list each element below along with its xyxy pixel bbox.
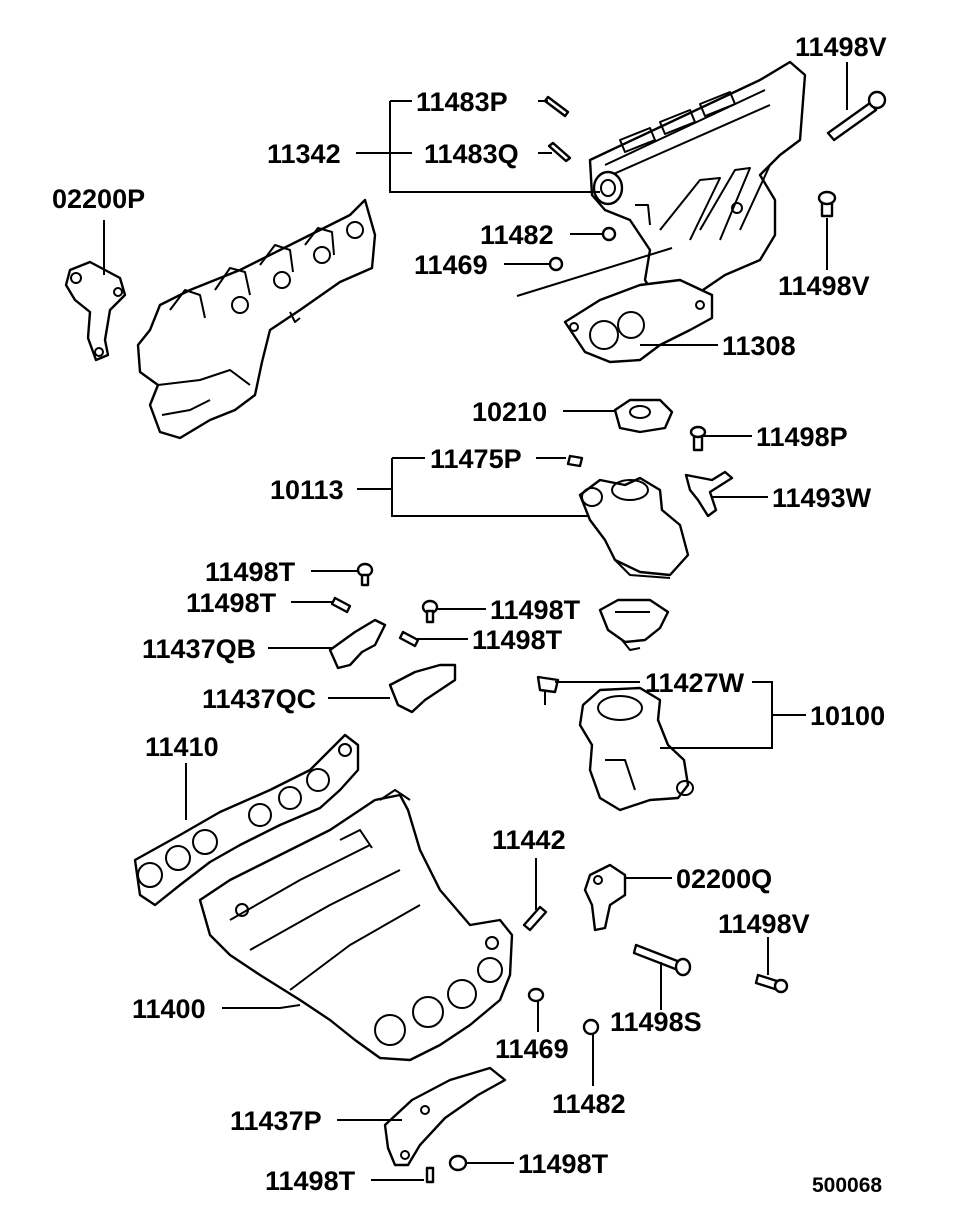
label-11427w: 11427W <box>645 668 745 698</box>
label-11498p: 11498P <box>756 422 848 452</box>
bracket-11493w-drawing <box>684 470 734 518</box>
label-11483p: 11483P <box>416 87 508 117</box>
part-labels: 11498V 11483P 11342 11483Q 02200P 11482 … <box>52 32 887 1197</box>
thermostat-drawing <box>598 598 670 651</box>
stay-11437p-drawing <box>383 1066 507 1167</box>
intake-plenum-drawing <box>588 60 807 307</box>
label-11483q: 11483Q <box>424 139 519 169</box>
label-11442: 11442 <box>492 825 566 855</box>
water-outlet-fitting-drawing <box>578 476 690 579</box>
label-11469-top: 11469 <box>414 250 488 280</box>
exhaust-manifold-drawing <box>136 198 377 440</box>
leader-lines <box>103 62 848 1181</box>
label-10100: 10100 <box>810 701 885 731</box>
radiator-cap-10210-drawing <box>613 398 674 434</box>
bracket-11437qb-drawing <box>328 618 387 670</box>
bracket-02200p-drawing <box>64 260 127 362</box>
label-11498s: 11498S <box>610 1007 702 1037</box>
label-11342: 11342 <box>267 139 341 169</box>
fasteners-drawing <box>330 90 887 1184</box>
bracket-11437qc-drawing <box>388 663 457 714</box>
label-11400: 11400 <box>132 994 206 1024</box>
label-10210: 10210 <box>472 397 547 427</box>
intake-manifold-drawing <box>198 789 514 1062</box>
label-11410: 11410 <box>145 732 219 762</box>
label-11498v-right: 11498V <box>778 271 870 301</box>
label-11482-top: 11482 <box>480 220 554 250</box>
drawing-number: 500068 <box>812 1174 882 1197</box>
label-11482-lower: 11482 <box>552 1089 626 1119</box>
label-02200q: 02200Q <box>676 864 772 894</box>
label-11498t-2: 11498T <box>186 588 277 618</box>
thermostat-housing-drawing <box>578 686 694 812</box>
label-11498t-4: 11498T <box>472 625 563 655</box>
intake-manifold-gasket-drawing <box>133 733 360 907</box>
label-11437qb: 11437QB <box>142 634 256 664</box>
label-11498t-1: 11498T <box>205 557 296 587</box>
label-11498v-lower: 11498V <box>718 909 810 939</box>
label-11308: 11308 <box>722 331 796 361</box>
bracket-02200q-drawing <box>583 863 627 932</box>
label-11469-lower: 11469 <box>495 1034 569 1064</box>
intake-gasket-11308-drawing <box>563 278 714 364</box>
label-11437p: 11437P <box>230 1106 322 1136</box>
label-11498t-6: 11498T <box>265 1166 356 1196</box>
label-11493w: 11493W <box>772 483 872 513</box>
label-11498t-5: 11498T <box>518 1149 609 1179</box>
label-11498v-top: 11498V <box>795 32 887 62</box>
label-02200p: 02200P <box>52 184 145 214</box>
label-11498t-3: 11498T <box>490 595 581 625</box>
label-11475p: 11475P <box>430 444 522 474</box>
label-10113: 10113 <box>270 475 344 505</box>
label-11437qc: 11437QC <box>202 684 316 714</box>
